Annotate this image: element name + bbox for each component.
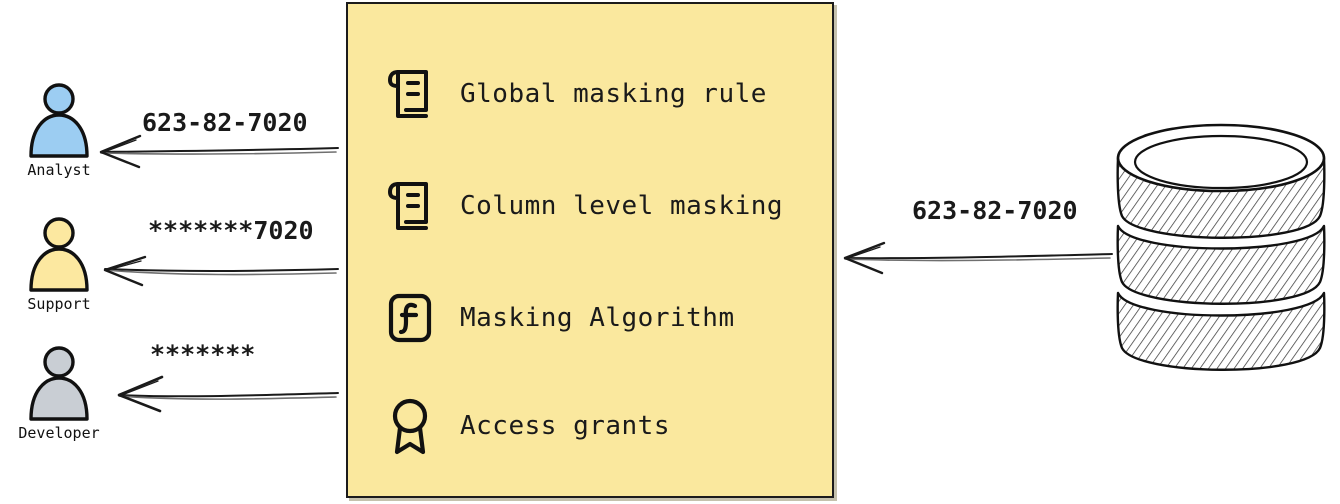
support-avatar [23, 216, 95, 294]
scroll-icon [382, 64, 438, 124]
panel-row-label: Masking Algorithm [460, 303, 735, 333]
developer-label: Developer [18, 424, 100, 442]
arrow-to-analyst [99, 134, 339, 169]
actor-developer[interactable]: Developer [4, 345, 114, 442]
arrow-to-developer [117, 375, 339, 413]
analyst-avatar [23, 82, 95, 160]
panel-row-column-level-masking[interactable]: Column level masking [382, 174, 783, 238]
developer-avatar [23, 345, 95, 423]
scroll-icon [382, 176, 438, 236]
developer-value-label: ******* [150, 340, 256, 369]
panel-row-masking-algorithm[interactable]: Masking Algorithm [382, 286, 735, 350]
panel-row-global-masking-rule[interactable]: Global masking rule [382, 62, 767, 126]
function-icon [382, 288, 438, 348]
analyst-label: Analyst [27, 161, 91, 179]
person-icon [29, 346, 89, 421]
person-icon [29, 217, 89, 292]
analyst-value-label: 623-82-7020 [142, 108, 308, 137]
masking-controls-panel[interactable]: Global masking rule Column level masking [346, 2, 834, 498]
db-disk-bottom [1116, 291, 1326, 371]
source-value-label: 623-82-7020 [912, 196, 1078, 225]
award-icon [382, 396, 438, 456]
arrow-to-support [103, 255, 339, 287]
panel-row-label: Access grants [460, 411, 670, 441]
actor-support[interactable]: Support [4, 216, 114, 313]
person-icon [29, 83, 89, 158]
actor-analyst[interactable]: Analyst [4, 82, 114, 179]
db-disk-middle [1116, 224, 1326, 305]
panel-row-label: Column level masking [460, 191, 784, 221]
panel-row-label: Global masking rule [460, 79, 767, 109]
panel-row-access-grants[interactable]: Access grants [382, 394, 670, 458]
support-value-label: *******7020 [148, 216, 314, 245]
support-label: Support [27, 295, 91, 313]
arrow-database-to-panel [843, 241, 1113, 275]
database-cylinder-icon [1116, 123, 1326, 371]
db-disk-top [1116, 123, 1326, 239]
database-node[interactable] [1110, 118, 1332, 388]
